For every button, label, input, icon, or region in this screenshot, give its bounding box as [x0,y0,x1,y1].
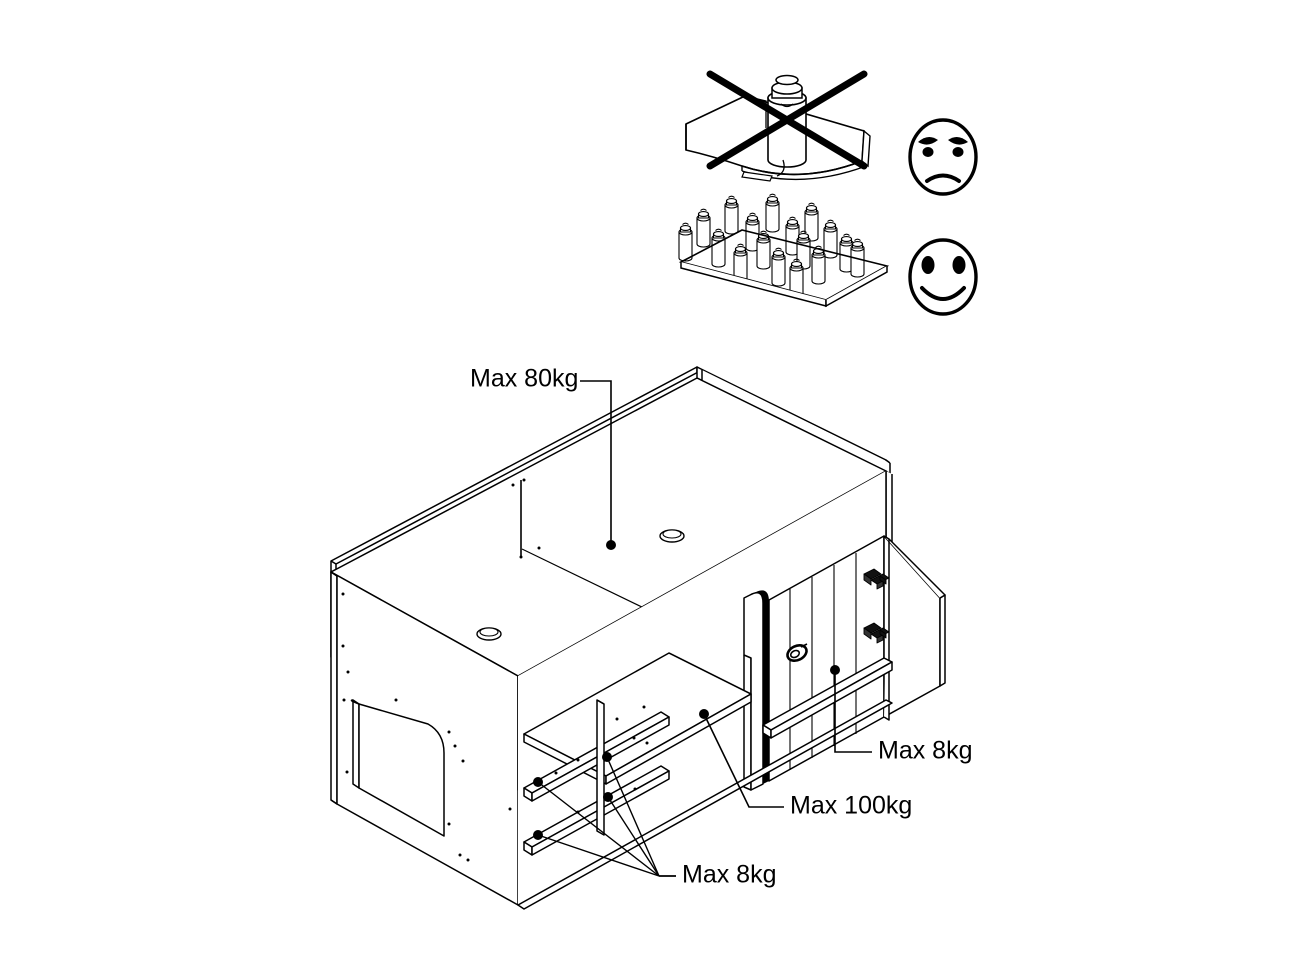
angry-face-icon [908,118,978,196]
hanging-rail [786,643,808,662]
wardrobe-hinge-upper [863,568,890,590]
wardrobe-hinge-lower [863,622,890,644]
correct-load-illustration [678,193,978,316]
leader-shelf-compartments [533,752,676,877]
wardrobe-door [883,535,946,721]
forbidden-x-icon [706,70,868,170]
label-max-8kg-wardrobe: Max 8kg [878,737,972,765]
label-max-8kg-shelves: Max 8kg [682,861,776,889]
smiling-face-icon [908,238,978,316]
middle-divider-panel [743,590,769,791]
shelf-with-distributed-weights-icon [678,193,890,308]
label-max-100kg: Max 100kg [790,792,912,820]
leader-desk-top [699,709,784,808]
left-end-panel-with-arch-cutout [330,571,519,906]
incorrect-load-illustration [685,70,978,196]
cabin-bed-assembly [330,366,946,910]
base-plinth [517,699,893,910]
wardrobe-interior-base [762,657,893,739]
leader-mattress-base [520,380,616,558]
open-shelf-compartments [523,699,670,856]
callout-leaders [520,380,872,877]
leader-wardrobe-base [830,665,872,753]
label-max-80kg: Max 80kg [470,365,578,393]
warning-panel [678,70,978,316]
